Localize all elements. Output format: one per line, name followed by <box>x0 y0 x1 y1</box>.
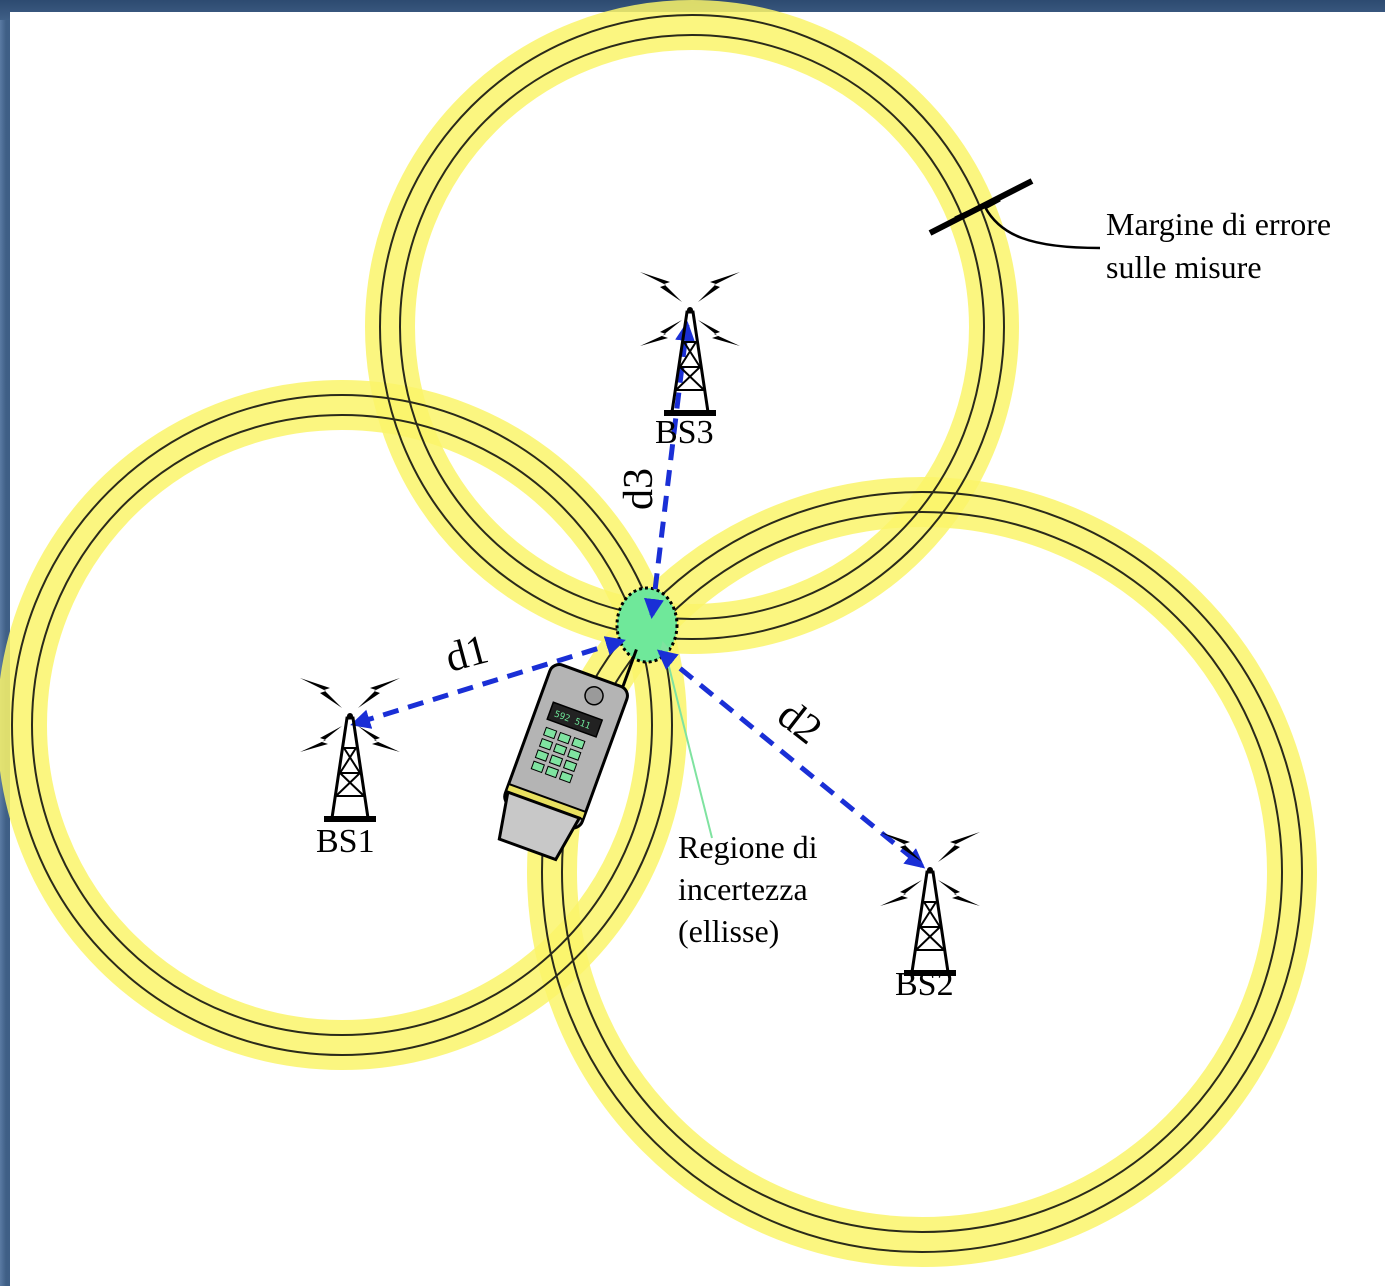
ring-borders <box>11 14 1303 1253</box>
antenna-tower-icon <box>298 676 402 824</box>
distance-arrows <box>350 321 926 869</box>
antenna-tower-icon <box>878 830 982 978</box>
region-label-line2: incertezza <box>678 871 808 907</box>
label-d2: d2 <box>769 692 830 754</box>
label-bs3: BS3 <box>655 414 714 451</box>
margin-label-line2: sulle misure <box>1106 249 1262 285</box>
ring-bs3 <box>365 0 1019 654</box>
region-label-line3: (ellisse) <box>678 913 779 949</box>
label-d3: d3 <box>616 468 662 510</box>
region-label-line1: Regione di <box>678 829 818 865</box>
label-d1: d1 <box>441 626 493 681</box>
error-margin-rings <box>0 0 1317 1267</box>
uncertainty-region <box>615 586 679 664</box>
arrow-d1 <box>350 636 626 729</box>
label-bs2: BS2 <box>895 966 954 1003</box>
arrow-d2 <box>656 649 926 869</box>
arrow-d3 <box>643 321 696 619</box>
margin-indicator <box>928 178 1101 250</box>
margin-label-line1: Margine di errore <box>1106 206 1331 242</box>
mobile-phone-icon: 592 511 <box>497 648 638 862</box>
label-bs1: BS1 <box>316 823 375 860</box>
antenna-tower-icon <box>638 270 742 418</box>
